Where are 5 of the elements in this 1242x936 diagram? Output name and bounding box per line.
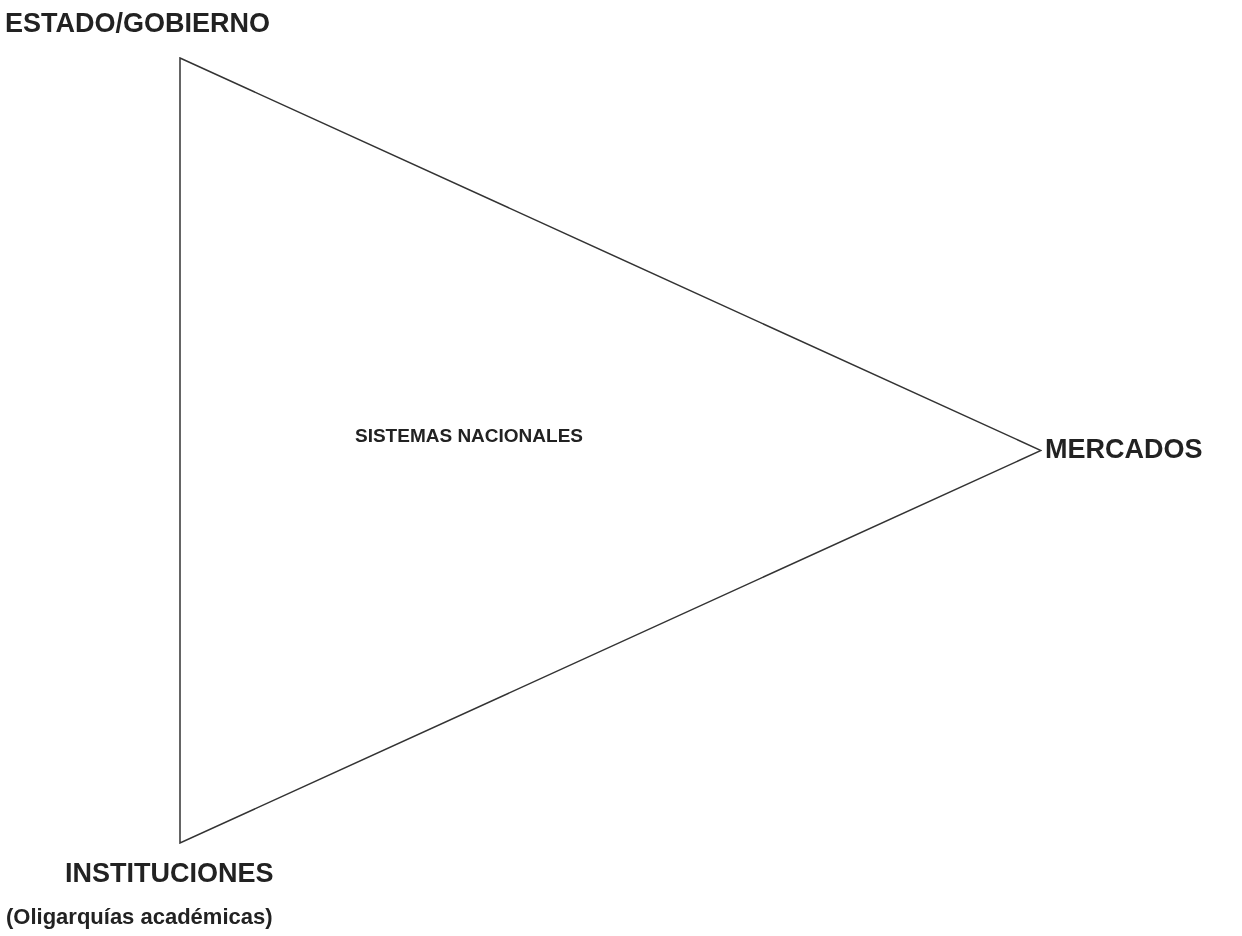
vertex-label: MERCADOS [1045, 434, 1203, 465]
center-label: SISTEMAS NACIONALES [355, 425, 584, 447]
vertex-label: INSTITUCIONES [65, 858, 274, 889]
vertex-sublabel: (Oligarquías académicas) [6, 904, 273, 930]
vertex-label: ESTADO/GOBIERNO [5, 8, 271, 39]
